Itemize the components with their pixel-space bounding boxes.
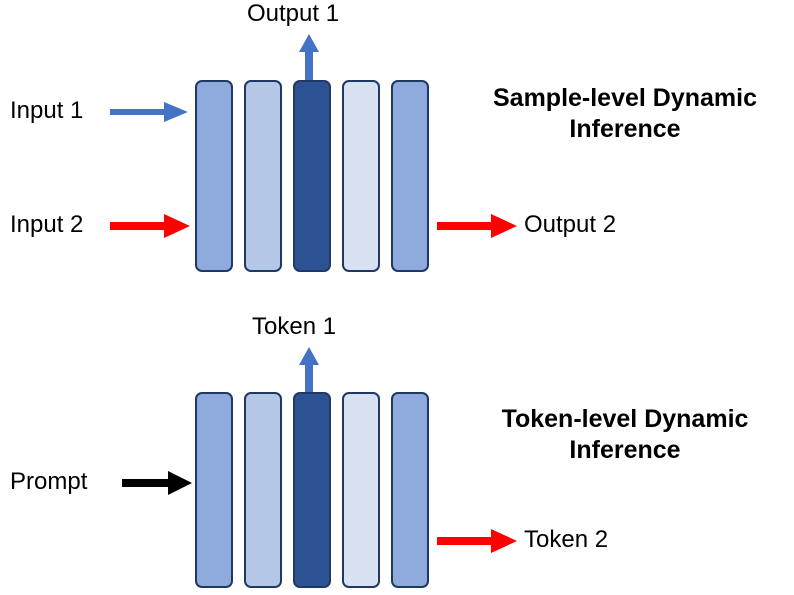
token-1-arrow-up-icon [296,347,322,394]
input-1-arrow-right-icon [110,100,188,124]
input-2-label: Input 2 [10,211,84,238]
token-level-block-2 [244,392,282,588]
sample-level-block-1 [195,80,233,272]
sample-level-block-4 [342,80,380,272]
output-1-arrow-up-icon [296,34,322,82]
token-level-title-line-2: Inference [569,436,681,465]
token-1-label: Token 1 [252,313,337,340]
sample-level-title: Sample-level Dynamic Inference [460,83,790,146]
token-level-block-3-active [293,392,331,588]
sample-level-block-2 [244,80,282,272]
sample-level-title-line-2: Inference [569,115,681,144]
token-level-block-5 [391,392,429,588]
sample-level-block-5 [391,80,429,272]
token-level-block-1 [195,392,233,588]
token-2-arrow-right-icon [437,528,517,554]
prompt-label: Prompt [10,468,88,495]
token-level-title: Token-level Dynamic Inference [460,404,790,467]
token-2-label: Token 2 [524,526,609,553]
sample-level-block-stack [195,80,429,272]
output-2-arrow-right-icon [437,213,517,239]
token-level-title-line-1: Token-level Dynamic [501,405,749,433]
sample-level-block-3-active [293,80,331,272]
token-level-block-stack [195,392,429,588]
output-2-label: Output 2 [524,211,617,238]
prompt-arrow-right-icon [122,470,192,496]
input-2-arrow-right-icon [110,213,190,239]
token-level-block-4 [342,392,380,588]
sample-level-title-line-1: Sample-level Dynamic [492,84,757,112]
input-1-label: Input 1 [10,97,84,124]
output-1-label: Output 1 [247,0,340,27]
